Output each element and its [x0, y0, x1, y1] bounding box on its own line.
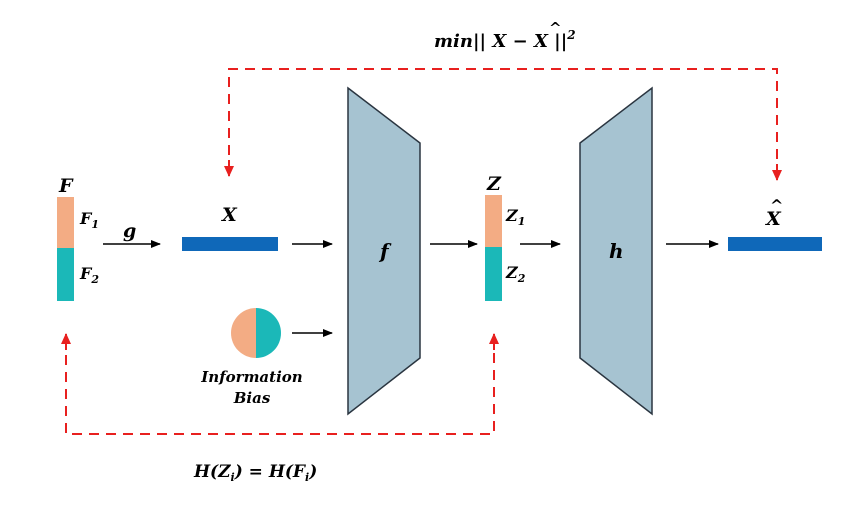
entropy-feedback-path	[65, 338, 495, 435]
xhat-label: X ^	[765, 196, 783, 230]
bias-left-half	[231, 308, 256, 358]
z2-label: Z2	[505, 263, 526, 285]
z1-label: Z1	[505, 206, 525, 228]
svg-text:min|| X − X ||2: min|| X − X ||2	[434, 28, 576, 52]
encoder-f	[347, 86, 421, 416]
f2-label: F2	[79, 264, 99, 286]
svg-text:X: X	[765, 208, 782, 230]
reconstruction-feedback-path	[228, 68, 778, 178]
xhat-bar	[728, 237, 822, 251]
decoder-h	[579, 86, 653, 416]
z1-segment	[485, 195, 502, 247]
encoder-label: f	[378, 239, 392, 263]
f1-segment	[57, 197, 74, 248]
eq-xhat: X	[533, 31, 549, 52]
g-label: g	[123, 220, 136, 242]
z2-segment	[485, 247, 502, 301]
decoder-label: h	[609, 239, 624, 263]
reconstruction-equation: min|| X − X ||2 ^	[434, 19, 576, 52]
bias-right-half	[256, 308, 281, 358]
z-vector-label: Z	[486, 173, 502, 195]
z-vector	[485, 195, 502, 301]
x-label: X	[221, 204, 238, 226]
entropy-equation: H(Zi) = H(Fi)	[193, 462, 317, 484]
f-vector	[57, 197, 74, 301]
information-bias-label-line1: Information	[200, 368, 302, 386]
eq-xhat-hat: ^	[549, 19, 562, 37]
information-bias-circle	[231, 308, 281, 358]
f2-segment	[57, 248, 74, 301]
xhat-hat: ^	[770, 196, 783, 215]
information-bias-label-line2: Bias	[233, 389, 271, 407]
f-vector-label: F	[58, 175, 74, 197]
x-bar	[182, 237, 278, 251]
f1-label: F1	[79, 209, 99, 231]
